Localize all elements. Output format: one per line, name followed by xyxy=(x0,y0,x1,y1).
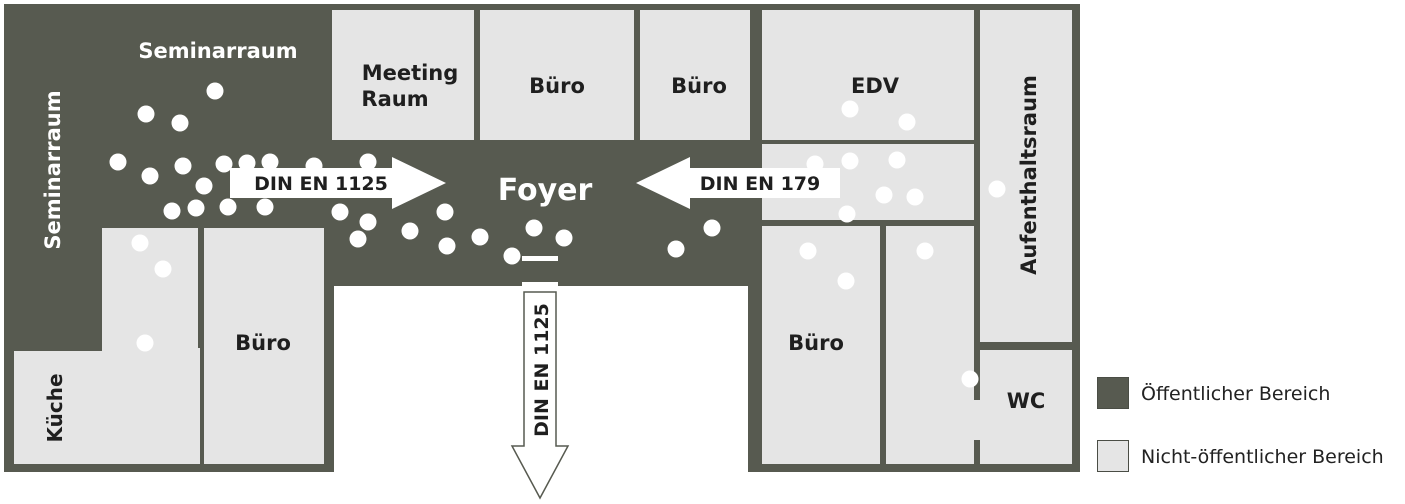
label-seminarraum-top: Seminarraum xyxy=(138,39,297,63)
occupant-dot xyxy=(206,82,224,100)
partition xyxy=(880,226,886,356)
label-buero-2: Büro xyxy=(671,74,727,98)
occupant-dot xyxy=(359,153,377,171)
occupant-dot xyxy=(799,242,817,260)
legend-swatch-public xyxy=(1097,377,1129,409)
partition xyxy=(762,140,974,144)
arrow-label-right: DIN EN 179 xyxy=(700,173,821,195)
room-buero-1 xyxy=(480,10,634,140)
occupant-dot xyxy=(961,370,979,388)
occupant-dot xyxy=(471,228,489,246)
room-kueche xyxy=(14,351,102,464)
occupant-dot xyxy=(109,153,127,171)
label-aufenthaltsraum: Aufenthaltsraum xyxy=(1017,75,1041,275)
occupant-dots xyxy=(109,82,1006,388)
occupant-dot xyxy=(238,154,256,172)
occupant-dot xyxy=(401,222,419,240)
occupant-dot xyxy=(359,213,377,231)
occupant-dot xyxy=(703,219,721,237)
label-buero-1: Büro xyxy=(529,74,585,98)
partition xyxy=(762,220,974,226)
occupant-dot xyxy=(438,237,456,255)
label-meeting-line2: Raum xyxy=(361,87,428,111)
label-foyer: Foyer xyxy=(498,173,593,208)
exit-door-mark xyxy=(522,256,558,261)
room-buero-right xyxy=(762,226,880,464)
occupant-dot xyxy=(841,100,859,118)
arrow-din-en-1125-left xyxy=(230,157,446,209)
occupant-dot xyxy=(837,272,855,290)
occupant-dot xyxy=(137,105,155,123)
label-meeting-line1: Meeting xyxy=(362,61,459,85)
room-meeting xyxy=(332,10,474,140)
room-buero-left xyxy=(204,228,324,464)
occupant-dot xyxy=(171,114,189,132)
partition xyxy=(198,228,204,348)
occupant-dot xyxy=(174,157,192,175)
label-seminarraum-left: Seminarraum xyxy=(41,90,65,249)
occupant-dot xyxy=(667,240,685,258)
occupant-dot xyxy=(187,199,205,217)
occupant-dot xyxy=(331,203,349,221)
arrow-label-exit: DIN EN 1125 xyxy=(531,303,553,437)
arrow-label-left: DIN EN 1125 xyxy=(254,173,388,195)
occupant-dot xyxy=(875,186,893,204)
occupant-dot xyxy=(154,260,172,278)
occupant-dot xyxy=(838,205,856,223)
legend-nonpublic: Nicht-öffentlicher Bereich xyxy=(1097,440,1397,474)
arrow-din-en-179-right xyxy=(636,157,840,209)
label-buero-right: Büro xyxy=(788,331,844,355)
occupant-dot xyxy=(261,153,279,171)
room-corridor-right-join xyxy=(960,148,984,188)
occupant-dot xyxy=(215,155,233,173)
occupant-dot xyxy=(898,113,916,131)
legend-swatch-nonpublic xyxy=(1097,440,1129,472)
label-wc: WC xyxy=(1007,389,1046,413)
occupant-dot xyxy=(141,167,159,185)
occupant-dot xyxy=(888,151,906,169)
occupant-dot xyxy=(916,242,934,260)
occupant-dot xyxy=(349,230,367,248)
room-buero-2 xyxy=(640,10,750,140)
partition xyxy=(974,10,980,464)
occupant-dot xyxy=(219,198,237,216)
room-corridor-left-link xyxy=(96,351,108,406)
floor-plan: DIN EN 1125 DIN EN 179 DIN EN 1125 Semin… xyxy=(4,4,1080,500)
occupant-dot xyxy=(555,229,573,247)
occupant-dot xyxy=(988,180,1006,198)
occupant-dot xyxy=(841,152,859,170)
occupant-dot xyxy=(131,234,149,252)
exit-door-mark xyxy=(522,282,558,287)
arrow-exit-down xyxy=(510,291,570,500)
room-corridor-right-2 xyxy=(886,226,974,464)
occupant-dot xyxy=(136,334,154,352)
legend-public: Öffentlicher Bereich xyxy=(1097,377,1397,411)
occupant-dot xyxy=(436,203,454,221)
occupant-dot xyxy=(256,198,274,216)
door-gap xyxy=(974,400,980,440)
room-edv xyxy=(762,10,974,140)
occupant-dot xyxy=(195,177,213,195)
label-kueche: Küche xyxy=(43,373,67,442)
occupant-dot xyxy=(525,219,543,237)
occupant-dot xyxy=(163,202,181,220)
door-gap xyxy=(102,400,108,408)
legend-label-nonpublic: Nicht-öffentlicher Bereich xyxy=(1141,446,1384,468)
label-edv: EDV xyxy=(851,74,900,98)
label-buero-left: Büro xyxy=(235,331,291,355)
partition xyxy=(980,342,1072,350)
occupant-dot xyxy=(503,247,521,265)
room-wc xyxy=(980,350,1072,464)
legend-label-public: Öffentlicher Bereich xyxy=(1141,383,1331,405)
occupant-dot xyxy=(906,188,924,206)
room-aufenthaltsraum xyxy=(980,10,1072,342)
